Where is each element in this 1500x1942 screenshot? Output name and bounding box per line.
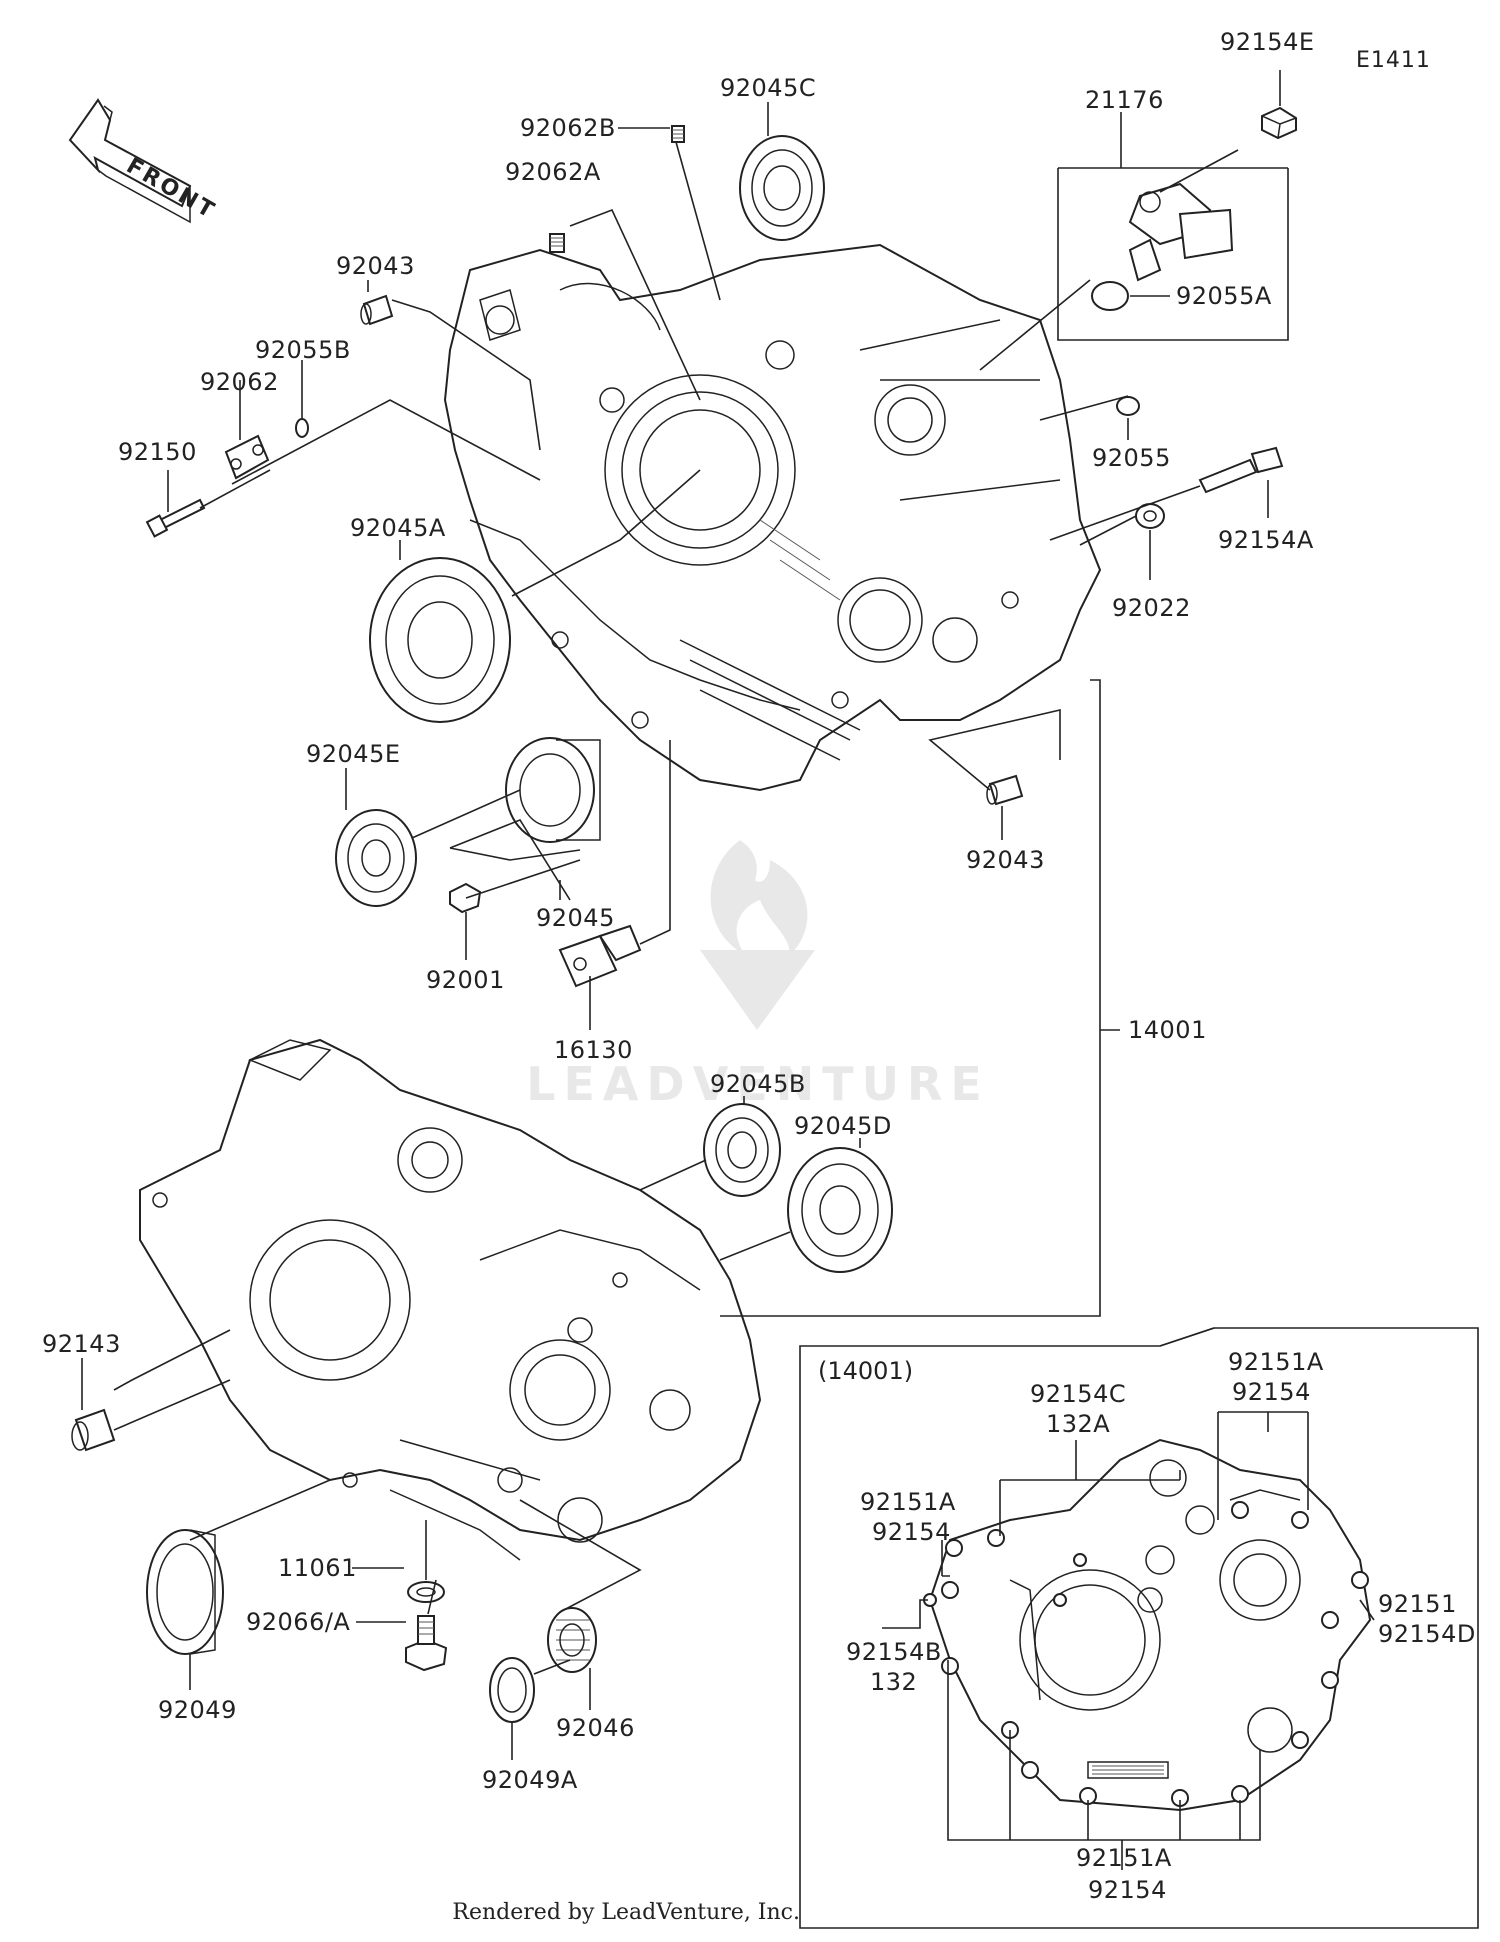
bearing-92045C-icon — [739, 135, 825, 241]
inset-label-132A: 132A — [1046, 1410, 1110, 1438]
label-92045D: 92045D — [794, 1112, 892, 1140]
inset-label-92154B: 92154B — [846, 1638, 942, 1666]
dowel-92043-top-icon — [360, 294, 394, 326]
needle-bearing-92046-icon — [547, 1607, 597, 1673]
washer-92055B-icon — [295, 418, 309, 438]
label-11061: 11061 — [278, 1554, 357, 1582]
label-92045A: 92045A — [350, 514, 446, 542]
bracket-92062-icon — [224, 434, 270, 480]
dowel-92043-mid-icon — [986, 774, 1024, 806]
bearing-92045A-icon — [369, 557, 511, 723]
inset-leader-lines — [882, 1411, 1375, 1870]
label-92046: 92046 — [556, 1714, 635, 1742]
bolt-92150-icon — [145, 498, 206, 538]
washer-11061-icon — [407, 1581, 445, 1603]
inset-label-92151: 92151 — [1378, 1590, 1457, 1618]
inset-label-132: 132 — [870, 1668, 917, 1696]
label-92154A: 92154A — [1218, 526, 1314, 554]
part-labels: 92154E 21176 92045C 92062B 92062A 92043 … — [42, 28, 1476, 1904]
label-92045C: 92045C — [720, 74, 816, 102]
collar-92143-icon — [71, 1408, 116, 1452]
inset-title: (14001) — [818, 1357, 914, 1385]
label-92043-top: 92043 — [336, 252, 415, 280]
inset-label-92154C: 92154C — [1030, 1380, 1126, 1408]
label-92022: 92022 — [1112, 594, 1191, 622]
label-92066A: 92066/A — [246, 1608, 350, 1636]
seal-92049-icon — [146, 1529, 224, 1655]
label-92154E: 92154E — [1220, 28, 1315, 56]
bearing-92045B-icon — [703, 1103, 781, 1197]
label-92062A: 92062A — [505, 158, 601, 186]
inset-label-92151A-1: 92151A — [1228, 1348, 1324, 1376]
sensor-21176-icon — [1128, 182, 1234, 282]
label-92150: 92150 — [118, 438, 197, 466]
inset-label-92151A-2: 92151A — [860, 1488, 956, 1516]
bearing-92045D-icon — [787, 1147, 893, 1273]
fitting-16130-icon — [558, 924, 642, 988]
front-arrow-label: FRONT — [122, 154, 220, 225]
oring-92055A-icon — [1091, 281, 1129, 311]
label-92045E: 92045E — [306, 740, 401, 768]
label-92045B: 92045B — [710, 1070, 806, 1098]
label-92055: 92055 — [1092, 444, 1171, 472]
inset-label-92154D: 92154D — [1378, 1620, 1476, 1648]
label-92143: 92143 — [42, 1330, 121, 1358]
inset-label-92154-1: 92154 — [1232, 1378, 1311, 1406]
upper-crankcase — [443, 243, 1102, 792]
label-16130: 16130 — [554, 1036, 633, 1064]
inset-label-92154-2: 92154 — [872, 1518, 951, 1546]
bearing-92045E-icon — [335, 809, 417, 907]
bolt-92154E-icon — [1261, 106, 1297, 140]
inset-label-92151A-3: 92151A — [1076, 1844, 1172, 1872]
footer-credit: Rendered by LeadVenture, Inc. — [452, 1900, 800, 1925]
plug-92062A-icon — [549, 233, 565, 253]
plug-92062B-icon — [671, 125, 685, 143]
seal-92049A-icon — [489, 1657, 535, 1723]
lower-crankcase — [139, 1038, 762, 1561]
bolt-92001-icon — [449, 882, 491, 914]
label-92055B: 92055B — [255, 336, 351, 364]
label-92049A: 92049A — [482, 1766, 578, 1794]
watermark: LEADVENTURE — [526, 840, 990, 1111]
bolt-92066A-icon — [405, 1615, 448, 1672]
label-92049: 92049 — [158, 1696, 237, 1724]
label-92055A: 92055A — [1176, 282, 1272, 310]
label-21176: 21176 — [1085, 86, 1164, 114]
label-92062B: 92062B — [520, 114, 616, 142]
label-92062: 92062 — [200, 368, 279, 396]
diagram-code: E1411 — [1356, 48, 1431, 73]
bearing-92045-icon — [505, 737, 601, 843]
watermark-text: LEADVENTURE — [526, 1057, 990, 1111]
label-92001: 92001 — [426, 966, 505, 994]
washer-92055-icon — [1116, 396, 1140, 416]
inset-panel — [799, 1327, 1479, 1929]
bolt-92154A-icon — [1198, 446, 1284, 494]
label-92045: 92045 — [536, 904, 615, 932]
inset-label-92154-3: 92154 — [1088, 1876, 1167, 1904]
label-92043-mid: 92043 — [966, 846, 1045, 874]
front-arrow-icon: FRONT — [68, 98, 220, 225]
label-14001: 14001 — [1128, 1016, 1207, 1044]
leader-lines — [81, 70, 1289, 1760]
